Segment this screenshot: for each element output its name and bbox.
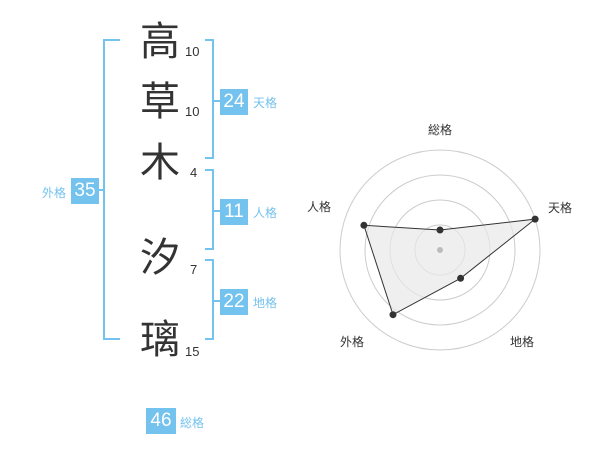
stroke-count-3: 4 [190, 165, 198, 180]
radar-axis-label-chikaku: 地格 [510, 334, 534, 349]
soukaku-value: 46 [146, 408, 176, 434]
name-char-1: 高 [140, 19, 180, 65]
name-char-4: 汐 [140, 235, 180, 281]
radar-point-4 [389, 311, 397, 319]
chikaku-value: 22 [220, 289, 248, 315]
radar-axis-label-jinkaku: 人格 [307, 199, 331, 214]
radar-point-1 [436, 226, 444, 234]
radar-center-dot [437, 247, 443, 253]
chikaku-label: 地格 [253, 296, 278, 310]
name-char-3: 木 [140, 140, 180, 186]
radar-axis-label-soukaku: 総格 [428, 122, 452, 137]
gaikaku-label: 外格 [42, 186, 67, 200]
tenkaku-value: 24 [220, 89, 248, 115]
tenkaku-label: 天格 [253, 96, 278, 110]
radar-area [363, 218, 537, 316]
jinkaku-label: 人格 [253, 206, 278, 220]
radar-chart: 総格 天格 地格 外格 人格 [307, 122, 572, 351]
radar-point-2 [531, 215, 539, 223]
bracket-lines [98, 39, 220, 340]
radar-points [360, 215, 539, 319]
gaikaku-bracket [103, 39, 120, 340]
jinkaku-bracket [205, 169, 214, 250]
chikaku-bracket [205, 259, 214, 340]
stroke-count-5: 15 [185, 344, 200, 359]
radar-axis-label-gaikaku: 外格 [340, 334, 364, 349]
stroke-count-1: 10 [185, 44, 200, 59]
radar-point-5 [360, 221, 368, 229]
radar-axis-label-tenkaku: 天格 [548, 200, 572, 215]
gaikaku-value: 35 [71, 178, 99, 204]
soukaku-label: 総格 [180, 416, 205, 430]
radar-point-3 [457, 274, 465, 282]
name-char-5: 璃 [140, 317, 180, 363]
radar-ring-4 [339, 149, 541, 351]
jinkaku-value: 11 [220, 199, 248, 225]
tenkaku-bracket [205, 39, 214, 159]
radar-ring-3 [364, 174, 516, 326]
name-char-2: 草 [140, 79, 180, 125]
stroke-count-4: 7 [190, 262, 198, 277]
stroke-count-2: 10 [185, 104, 200, 119]
